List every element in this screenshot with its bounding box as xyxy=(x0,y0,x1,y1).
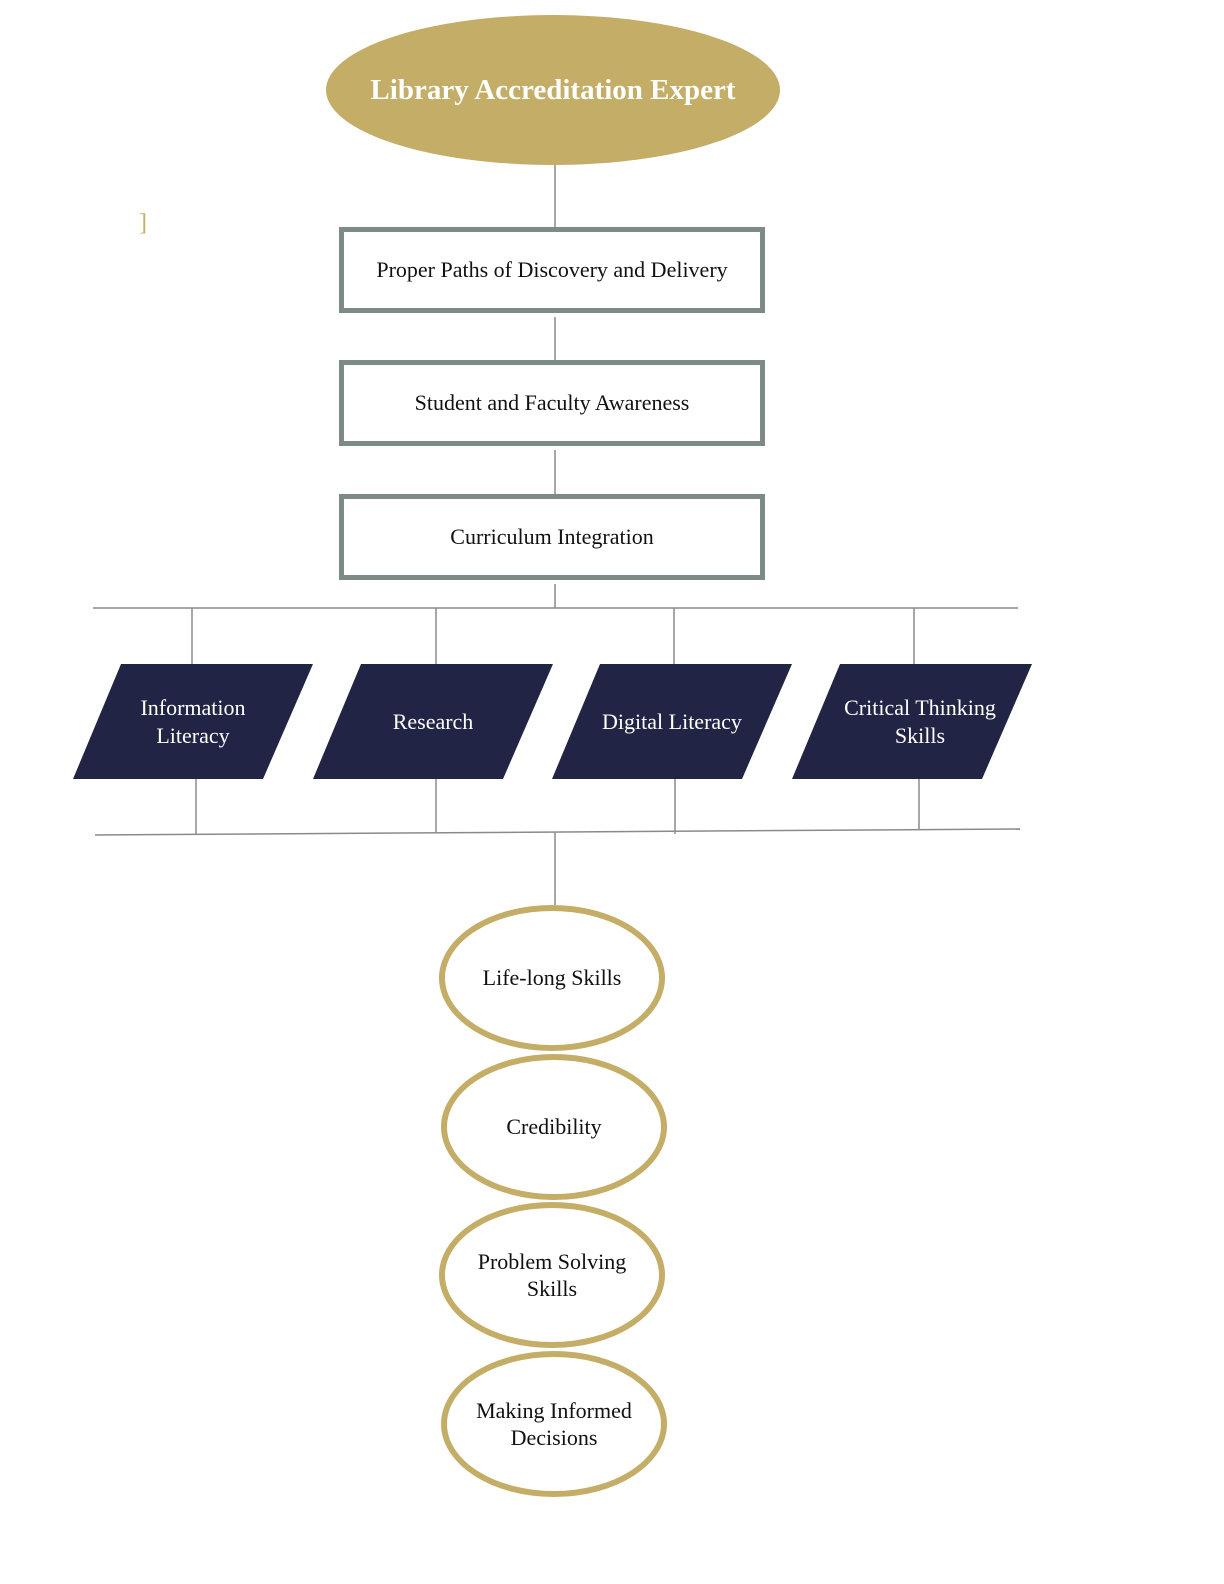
outcome-node-informed-decisions: Making Informed Decisions xyxy=(441,1351,667,1497)
outcome-node-problem-solving: Problem Solving Skills xyxy=(439,1202,665,1348)
branch-node-label: Information Literacy xyxy=(140,695,246,748)
chain-node-curriculum: Curriculum Integration xyxy=(339,494,765,580)
stray-bracket-mark: ] xyxy=(139,210,147,236)
bottom-bus-line xyxy=(94,828,1021,836)
outcome-node-lifelong-skills: Life-long Skills xyxy=(439,905,665,1051)
root-node: Library Accreditation Expert xyxy=(326,15,780,165)
branch-node-label: Research xyxy=(392,708,474,734)
chain-node-label: Student and Faculty Awareness xyxy=(414,390,690,415)
outcome-node-label: Making Informed Decisions xyxy=(476,1397,632,1451)
chain-node-label: Proper Paths of Discovery and Delivery xyxy=(376,257,728,282)
outcome-node-label: Problem Solving Skills xyxy=(477,1248,627,1302)
branch-node-label: Critical Thinking Skills xyxy=(844,695,996,748)
chain-node-label: Curriculum Integration xyxy=(450,524,654,549)
branch-node-research: Research xyxy=(313,664,553,779)
outcome-node-credibility: Credibility xyxy=(441,1054,667,1200)
chain-node-awareness: Student and Faculty Awareness xyxy=(339,360,765,446)
branch-node-digital-literacy: Digital Literacy xyxy=(552,664,792,779)
root-node-label: Library Accreditation Expert xyxy=(370,73,736,106)
branch-node-critical-thinking: Critical Thinking Skills xyxy=(792,664,1032,779)
branch-node-information-literacy: Information Literacy xyxy=(73,664,313,779)
outcome-node-label: Life-long Skills xyxy=(482,965,622,991)
outcome-node-label: Credibility xyxy=(506,1114,602,1140)
branch-node-label: Digital Literacy xyxy=(602,708,742,734)
chain-node-discovery: Proper Paths of Discovery and Delivery xyxy=(339,227,765,313)
